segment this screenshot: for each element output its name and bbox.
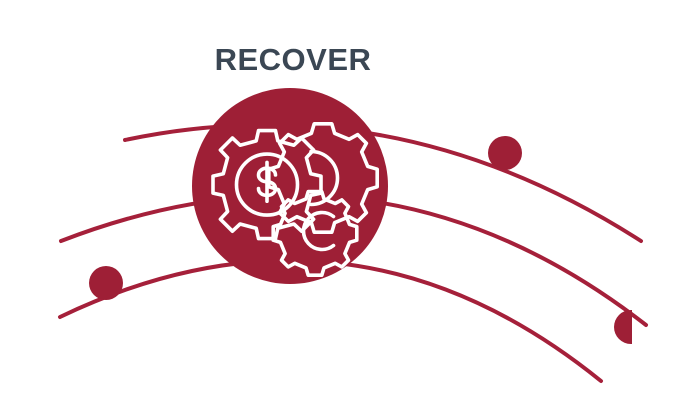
gear-large-hub — [234, 152, 300, 217]
page-title: RECOVER — [214, 42, 372, 77]
gear-lower-small-outline — [271, 189, 359, 277]
gear-upper-right — [267, 122, 379, 234]
gear-upper-right-hub-arc — [309, 149, 340, 207]
node-lower-left[interactable] — [89, 266, 123, 300]
arc-lower — [58, 258, 603, 383]
gear-lower-small — [271, 189, 359, 277]
gear-upper-right-outline — [267, 122, 379, 234]
node-right-edge[interactable] — [614, 310, 648, 344]
node-upper-right[interactable] — [488, 136, 522, 170]
arc-upper — [123, 122, 643, 243]
gear-lower-small-hub-arc — [301, 210, 336, 252]
node-group — [89, 136, 648, 344]
recover-step-badge[interactable] — [192, 88, 388, 284]
money-gears-icon — [211, 122, 379, 277]
